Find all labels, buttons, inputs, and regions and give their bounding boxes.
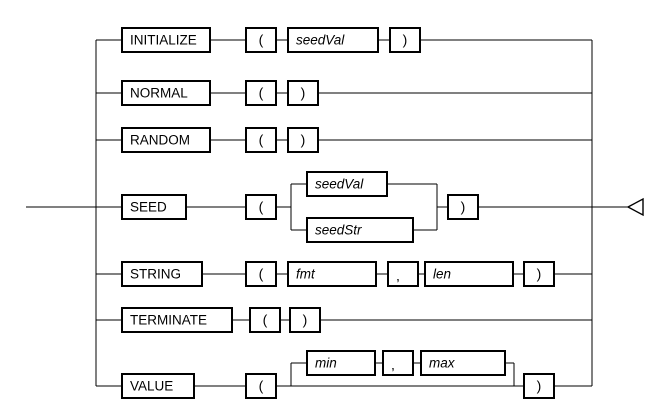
row-seed-param-seedval-label: seedVal [315, 177, 364, 192]
row-normal: NORMAL ( ) [96, 80, 592, 106]
row-seed-param-seedstr-label: seedStr [315, 223, 362, 238]
arrowhead-left-icon [626, 197, 644, 217]
row-random-keyword-box [121, 127, 211, 153]
row-value-keyword-label: VALUE [130, 379, 173, 394]
row-initialize: INITIALIZE ( seedVal ) [96, 27, 592, 53]
row-terminate: TERMINATE ( ) [96, 307, 592, 333]
row-value-param-min-label: min [315, 356, 337, 371]
row-value-open-paren-label: ( [259, 378, 264, 394]
row-value: VALUE ( min , max ) [96, 350, 592, 399]
row-value-comma-box [382, 350, 414, 376]
row-string-comma-box [387, 261, 419, 287]
row-value-comma-label: , [391, 357, 395, 373]
row-value-close-paren-label: ) [537, 378, 542, 394]
row-terminate-close-paren-box [289, 307, 321, 333]
row-initialize-param-seedval-box [287, 27, 379, 53]
row-initialize-close-paren-label: ) [403, 32, 408, 48]
row-normal-open-paren-box [245, 80, 277, 106]
row-seed-param-seedval-box [306, 171, 388, 197]
row-terminate-open-paren-label: ( [263, 312, 268, 328]
row-terminate-close-paren-label: ) [303, 312, 308, 328]
row-string-close-paren-label: ) [537, 266, 542, 282]
row-random: RANDOM ( ) [96, 127, 592, 153]
row-string-keyword-label: STRING [130, 267, 181, 282]
row-initialize-open-paren-label: ( [259, 32, 264, 48]
row-normal-keyword-label: NORMAL [130, 86, 188, 101]
row-random-open-paren-box [245, 127, 277, 153]
row-string-comma-label: , [396, 268, 400, 284]
row-string-param-len-label: len [433, 267, 451, 282]
row-seed-close-paren-label: ) [461, 199, 466, 215]
row-string-open-paren-label: ( [259, 266, 264, 282]
row-string-param-len-box [424, 261, 514, 287]
row-value-param-min-box [306, 350, 376, 376]
row-initialize-param-seedval-label: seedVal [296, 33, 345, 48]
row-normal-close-paren-box [287, 80, 319, 106]
row-terminate-keyword-label: TERMINATE [130, 313, 207, 328]
row-normal-keyword-box [121, 80, 211, 106]
row-random-open-paren-label: ( [259, 132, 264, 148]
row-normal-open-paren-label: ( [259, 85, 264, 101]
row-seed-close-paren-box [447, 194, 479, 220]
row-string: STRING ( fmt , len ) [96, 261, 592, 287]
row-seed-keyword-label: SEED [130, 200, 167, 215]
row-terminate-keyword-box [121, 307, 233, 333]
row-string-param-fmt-label: fmt [296, 267, 316, 282]
row-normal-close-paren-label: ) [301, 85, 306, 101]
row-random-close-paren-label: ) [301, 132, 306, 148]
row-random-keyword-label: RANDOM [130, 133, 190, 148]
row-value-param-max-label: max [429, 356, 456, 371]
row-seed-open-paren-label: ( [259, 199, 264, 215]
row-random-close-paren-box [287, 127, 319, 153]
row-string-keyword-box [121, 261, 203, 287]
row-seed: SEED ( seedVal seedStr ) [96, 171, 592, 243]
row-seed-param-seedstr-box [306, 217, 414, 243]
row-initialize-keyword-label: INITIALIZE [130, 33, 197, 48]
